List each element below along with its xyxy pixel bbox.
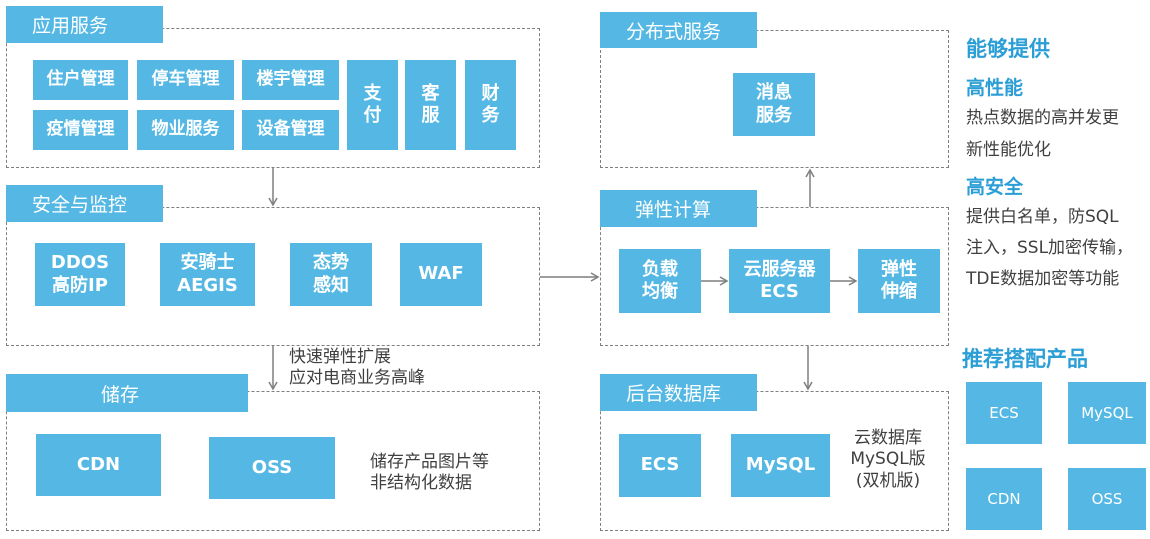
property-service-box: 物业服务 — [137, 110, 234, 150]
storage-group — [6, 391, 540, 531]
aegis-box: 安骑士 AEGIS — [160, 243, 255, 306]
ddos-box: DDOS 高防IP — [35, 243, 125, 306]
storage-title: 储存 — [6, 374, 248, 412]
waf-box: WAF — [400, 243, 482, 306]
security-desc-line1: 提供白名单，防SQL — [966, 207, 1119, 227]
situation-awareness-box: 态势 感知 — [290, 243, 372, 306]
capabilities-title: 能够提供 — [966, 37, 1050, 61]
recommend-mysql-box: MySQL — [1068, 382, 1146, 444]
elastic-title: 弹性计算 — [600, 190, 757, 227]
security-capability-title: 高安全 — [966, 176, 1024, 198]
db-ecs-box: ECS — [619, 434, 701, 497]
payment-box: 支 付 — [347, 60, 398, 150]
recommend-title: 推荐搭配产品 — [962, 347, 1088, 371]
storage-note: 储存产品图片等 非结构化数据 — [370, 452, 489, 494]
distributed-title: 分布式服务 — [600, 12, 757, 48]
ecs-server-box: 云服务器 ECS — [729, 249, 830, 313]
equipment-management-box: 设备管理 — [242, 110, 339, 150]
db-mysql-box: MySQL — [731, 434, 830, 497]
message-service-box: 消息 服务 — [733, 73, 815, 136]
finance-box: 财 务 — [465, 60, 516, 150]
building-management-box: 楼宇管理 — [242, 60, 339, 100]
performance-desc-line2: 新性能优化 — [966, 140, 1051, 160]
oss-box: OSS — [209, 437, 335, 499]
app-services-group — [6, 28, 540, 168]
backend-title: 后台数据库 — [600, 374, 757, 411]
recommend-cdn-box: CDN — [966, 468, 1042, 530]
security-desc-line2: 注入，SSL加密传输， — [966, 238, 1134, 258]
performance-title: 高性能 — [966, 77, 1024, 99]
customer-service-box: 客 服 — [405, 60, 456, 150]
backend-group — [600, 391, 949, 531]
cdn-box: CDN — [36, 434, 161, 496]
auto-scaling-box: 弹性 伸缩 — [858, 249, 940, 313]
elastic-group — [600, 207, 949, 346]
distributed-group — [600, 30, 949, 168]
security-title: 安全与监控 — [6, 185, 163, 222]
recommend-ecs-box: ECS — [966, 382, 1042, 444]
parking-management-box: 停车管理 — [137, 60, 234, 100]
security-group — [6, 207, 540, 346]
performance-desc-line1: 热点数据的高并发更 — [966, 108, 1119, 128]
scale-note: 快速弹性扩展 应对电商业务高峰 — [289, 347, 425, 389]
recommend-oss-box: OSS — [1068, 468, 1146, 530]
resident-management-box: 住户管理 — [33, 60, 128, 100]
security-desc-line3: TDE数据加密等功能 — [966, 269, 1120, 289]
app-services-title: 应用服务 — [6, 6, 163, 43]
epidemic-management-box: 疫情管理 — [33, 110, 128, 150]
load-balancer-box: 负载 均衡 — [619, 249, 701, 313]
rds-note: 云数据库 MySQL版 (双机版) — [850, 428, 926, 491]
